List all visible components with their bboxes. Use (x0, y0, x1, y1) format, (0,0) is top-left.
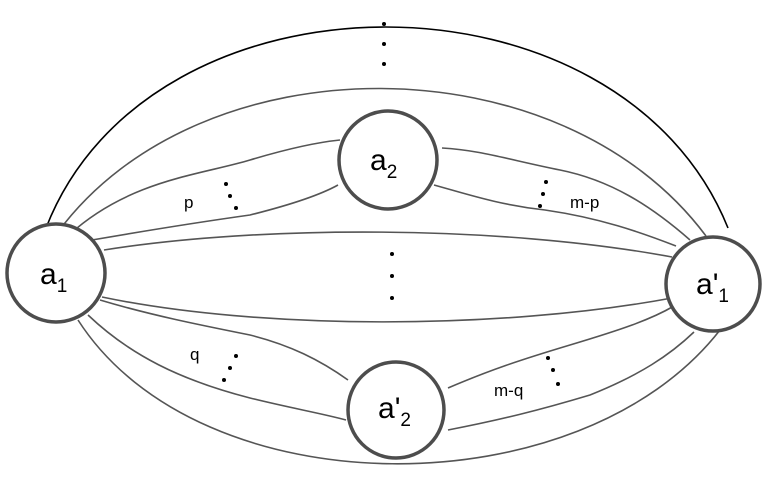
ellipsis-a2p-a1p (546, 356, 560, 386)
ellipsis-a1-a2p (222, 354, 238, 382)
node-a1-base: a (40, 258, 57, 291)
edge-a1-a2p-upper (99, 299, 349, 381)
ellipsis-a2-a1p (538, 180, 548, 208)
edge-a1-a2-lower (91, 184, 339, 241)
svg-text:a2: a2 (370, 144, 397, 183)
ellipsis-a1-a2 (224, 182, 238, 210)
edge-direct-bottom-outer (77, 319, 721, 465)
edge-direct-top-outer (57, 87, 707, 237)
node-a2p-base: a (378, 392, 395, 425)
edge-a2-a1p-lower (433, 184, 677, 247)
edge-label-m-minus-p: m-p (570, 193, 599, 212)
node-a2-sub: 2 (387, 162, 398, 183)
edge-direct-top-inner (103, 231, 673, 258)
ellipsis-top (382, 22, 386, 66)
edge-label-q: q (190, 345, 199, 364)
node-a2-base: a (370, 144, 387, 177)
edge-a1-a2-upper (69, 139, 341, 235)
svg-text:a'1: a'1 (696, 268, 729, 307)
edge-a2-a1p-upper (441, 147, 691, 241)
edge-direct-bottom-inner (101, 296, 673, 323)
edge-label-m-minus-q: m-q (494, 381, 523, 400)
node-a2: a2 (337, 109, 439, 211)
edge-a2p-a1p-lower (447, 331, 695, 431)
svg-text:a1: a1 (40, 258, 67, 297)
node-a2p-prime: ' (395, 392, 401, 425)
node-a1p-base: a (696, 268, 713, 301)
ellipsis-middle (390, 252, 394, 300)
svg-text:a'2: a'2 (378, 392, 411, 431)
node-a1-prime: a'1 (664, 235, 762, 333)
node-a2p-sub: 2 (400, 410, 411, 431)
node-a1: a1 (5, 222, 107, 324)
node-a1p-prime: ' (713, 268, 719, 301)
edge-a2p-a1p-upper (447, 305, 675, 389)
edge-label-p: p (184, 193, 193, 212)
edge-outer-top (45, 26, 729, 229)
node-a1p-sub: 1 (718, 286, 729, 307)
node-a2-prime: a'2 (346, 360, 446, 460)
node-a1-sub: 1 (57, 276, 68, 297)
edge-a1-a2p-lower (87, 314, 347, 421)
